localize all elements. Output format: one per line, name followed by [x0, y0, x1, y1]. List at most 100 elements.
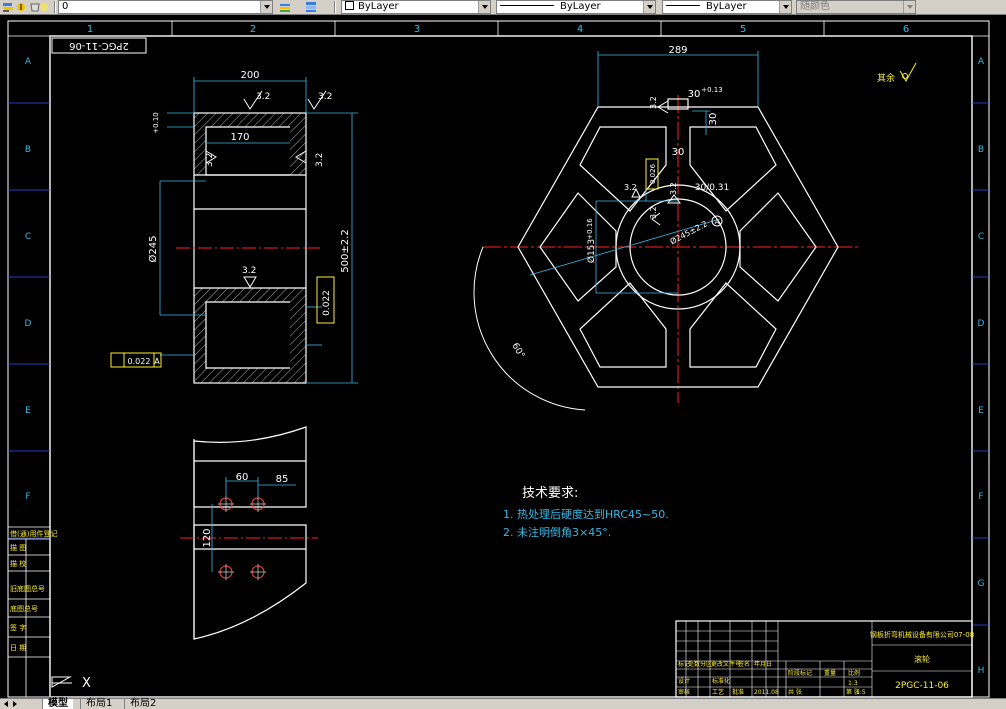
lineweight-dropdown[interactable]: ByLayer — [662, 0, 792, 14]
dim-keyway-30: 30 — [688, 89, 701, 100]
color-dropdown[interactable]: ByLayer — [341, 0, 491, 14]
layer-on-icon[interactable] — [29, 1, 41, 13]
technical-requirements: 技术要求: 1. 热处理后硬度达到HRC45~50. 2. 未注明倒角3×45°… — [503, 486, 669, 539]
chevron-down-icon — [903, 1, 915, 13]
title-cell: 比例 — [848, 669, 860, 677]
tab-model[interactable]: 模型 — [42, 699, 73, 709]
drawing-canvas[interactable]: 1 2 3 4 5 6 A B C D E F A B C D E F G H … — [0, 15, 1006, 698]
flatness-frame: 0.022 — [316, 276, 335, 324]
color-swatch-icon — [345, 1, 354, 10]
hole-view: 60 85 120 — [180, 426, 318, 640]
title-cell: 批准 — [732, 688, 744, 696]
layer-dropdown[interactable]: 0 — [58, 0, 273, 14]
title-cell: 分区 — [700, 660, 712, 668]
dim-289: 289 — [668, 45, 687, 56]
svg-text:其余: 其余 — [877, 72, 895, 84]
tech-req-item: 2. 未注明倒角3×45°. — [503, 525, 611, 539]
layer-previous-icon[interactable] — [305, 1, 317, 13]
title-cell: 阶段标记 — [788, 669, 812, 677]
dim-bore-153: Ø153 — [586, 239, 597, 263]
dim-bore-tol: +0.16 — [586, 218, 594, 240]
row-label: F — [978, 492, 983, 502]
title-cell: 重量 — [824, 669, 836, 677]
roughness-value: 3.2 — [649, 206, 658, 219]
tab-layout1[interactable]: 布局1 — [80, 699, 117, 709]
column-label: 1 — [87, 24, 93, 35]
column-label: 6 — [903, 24, 909, 35]
row-label: B — [978, 145, 984, 155]
dim-120: 120 — [202, 528, 213, 547]
svg-text:0.022: 0.022 — [322, 290, 332, 316]
make-object-layer-current-icon[interactable] — [279, 1, 291, 13]
chevron-down-icon[interactable] — [260, 1, 272, 13]
drawing-svg[interactable]: 1 2 3 4 5 6 A B C D E F A B C D E F G H … — [0, 15, 1006, 698]
chevron-down-icon[interactable] — [643, 1, 655, 13]
title-cell: 年月日 — [754, 660, 772, 668]
chevron-down-icon[interactable] — [779, 1, 791, 13]
row-label: C — [25, 232, 31, 242]
title-cell: 签名 — [738, 660, 750, 668]
side-label: 借(通)用件登记 — [10, 529, 57, 538]
title-cell: 处数 — [688, 660, 700, 668]
svg-text:0.026: 0.026 — [649, 163, 657, 184]
dim-85: 85 — [276, 474, 289, 485]
tab-scroll-left-icon[interactable] — [2, 700, 10, 709]
linetype-dropdown[interactable]: ByLayer — [496, 0, 656, 14]
dim-height-500: 500±2.2 — [340, 229, 351, 272]
title-cell: 更改文件号 — [711, 660, 741, 668]
row-label: B — [25, 145, 31, 155]
chevron-down-icon[interactable] — [478, 1, 490, 13]
layer-manager-icon[interactable] — [2, 1, 14, 13]
ucs-icon: X — [51, 676, 91, 691]
dim-170: 170 — [230, 132, 249, 143]
row-label: E — [25, 406, 31, 416]
dim-30: 30 — [672, 147, 685, 158]
layer-state-icon[interactable] — [15, 1, 27, 13]
roughness-value: 3.2 — [205, 153, 215, 167]
company-name: 钢板折弯机械设备有限公司07-08 — [870, 630, 974, 639]
datum-a-marker: A — [711, 215, 723, 227]
linetype-value: ByLayer — [560, 1, 601, 12]
row-label: D — [25, 319, 32, 329]
title-cell: 标准化 — [712, 677, 730, 685]
svg-text:A: A — [715, 218, 720, 226]
tab-scroll-right-icon[interactable] — [11, 700, 19, 709]
row-label: A — [978, 57, 985, 67]
title-cell: 标记 — [678, 660, 690, 668]
column-label: 2 — [250, 24, 256, 35]
roughness-value: 3.2 — [315, 153, 325, 167]
dim-diameter-245: Ø245 — [147, 236, 159, 263]
lineweight-preview — [666, 5, 700, 6]
plot-style-dropdown: 随颜色 — [796, 0, 916, 14]
dim-keyway-tol: +0.13 — [701, 86, 722, 94]
layer-value: 0 — [62, 1, 69, 12]
title-cell: 共 张 — [788, 688, 802, 696]
side-label: 旧底图总号 — [10, 584, 45, 593]
tab-layout2[interactable]: 布局2 — [124, 699, 161, 709]
side-label: 描 校 — [10, 559, 26, 568]
layer-freeze-icon[interactable] — [38, 1, 50, 13]
drawing-number: 2PGC-11-06 — [895, 681, 949, 691]
dim-200: 200 — [240, 70, 259, 81]
row-label: D — [978, 319, 985, 329]
upside-drawing-number: 2PGC-11-06 — [51, 37, 147, 54]
other-roughness-note: 其余 — [877, 62, 917, 84]
layout-tab-bar: 模型 布局1 布局2 — [0, 698, 1006, 709]
roughness-value: 3.2 — [669, 182, 678, 195]
toolbar-separator — [334, 1, 336, 13]
side-label: 底图总号 — [10, 604, 38, 613]
lineweight-value: ByLayer — [706, 1, 747, 12]
column-ruler — [8, 21, 989, 37]
color-value: ByLayer — [358, 1, 399, 12]
svg-text:2PGC-11-06: 2PGC-11-06 — [69, 40, 129, 51]
side-registration-block: 借(通)用件登记 描 图 描 校 旧底图总号 底图总号 签 字 日 期 — [8, 526, 57, 697]
svg-text:0.022: 0.022 — [128, 357, 151, 366]
title-block: 标记 处数 分区 更改文件号 签名 年月日 设计 标准化 阶段标记 重量 比例 … — [675, 620, 974, 698]
column-label: 3 — [414, 24, 420, 35]
title-cell: 审核 — [678, 688, 690, 696]
svg-text:A: A — [154, 357, 160, 366]
tech-req-item: 1. 热处理后硬度达到HRC45~50. — [503, 507, 669, 521]
roughness-value: 3.2 — [649, 96, 658, 109]
row-label: G — [978, 579, 985, 589]
row-label: H — [978, 666, 985, 676]
